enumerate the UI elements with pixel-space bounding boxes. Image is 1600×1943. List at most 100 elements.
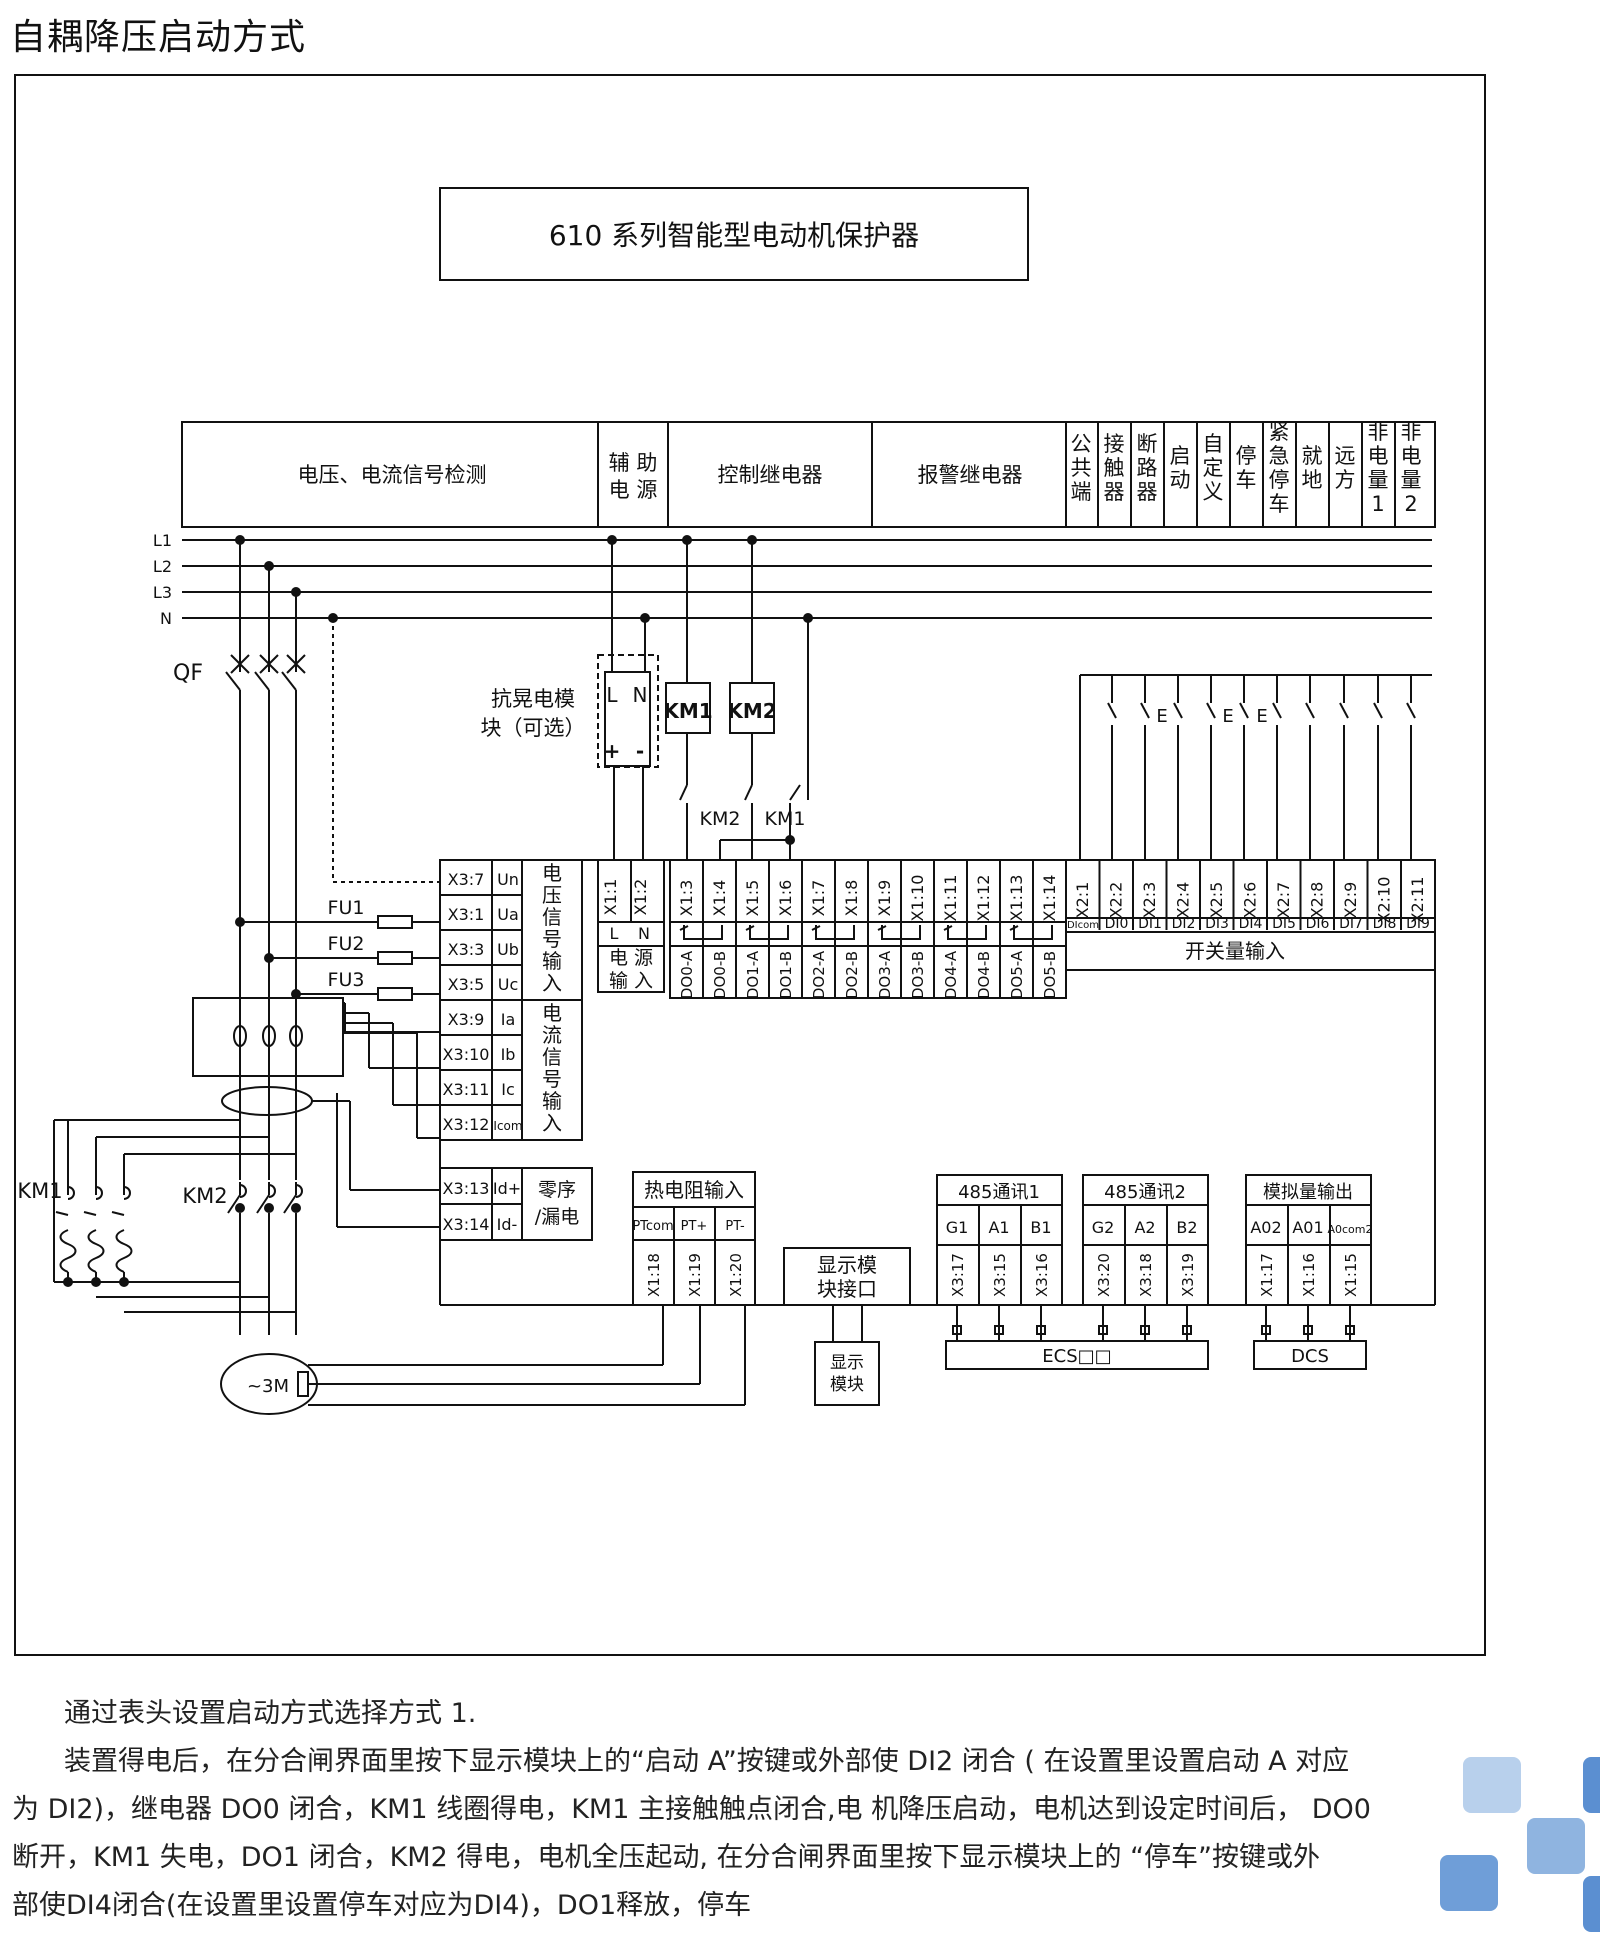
junction-dot [291, 1203, 301, 1213]
header-di-8: 远 [1335, 444, 1356, 468]
header-alarm-relay: 报警继电器 [918, 463, 1023, 487]
dcs-label: DCS [1291, 1346, 1329, 1367]
header-di-5: 停 [1236, 444, 1257, 468]
header-aux-power: 电 源 [609, 478, 658, 502]
header-control-relay: 控制继电器 [718, 463, 823, 487]
km1-coil-label: KM1 [663, 699, 712, 723]
header-di-2: 断 [1137, 432, 1158, 456]
relay-contact [881, 925, 921, 940]
display-port-label: 显示模 [817, 1253, 877, 1277]
analog-col: A0com2 [1327, 1223, 1372, 1236]
fuse-label-3: FU3 [328, 969, 365, 991]
current-input-label: 电 [542, 1001, 562, 1025]
anti-module-label: 块（可选） [481, 716, 586, 740]
relay-name: DO4-A [942, 950, 960, 999]
ct-block [192, 997, 344, 1077]
km1-contact [111, 1211, 125, 1216]
comm2-title: 485通讯2 [1104, 1182, 1186, 1203]
di-terminal-block [1065, 859, 1436, 971]
relay-contact [947, 925, 987, 940]
km2-contact [256, 1194, 270, 1214]
bus-label-L2: L2 [153, 557, 172, 576]
display-module-box [814, 1341, 880, 1406]
interlock-contact [679, 784, 688, 801]
current-input-label: 入 [542, 1111, 562, 1135]
relay-name: DO4-B [975, 951, 993, 999]
fuse-1 [377, 915, 413, 929]
x3-signal: Ia [501, 1010, 516, 1029]
di-name: DI7 [1339, 916, 1363, 932]
deco-square-2 [1527, 1818, 1585, 1874]
di-name: DI8 [1373, 916, 1397, 932]
power-input-label: 输 入 [609, 970, 653, 992]
leak-signal: Id- [497, 1215, 518, 1234]
comm2-terminal: X3:18 [1137, 1253, 1155, 1297]
header-di-0: 共 [1071, 456, 1092, 480]
x3-terminal: X3:1 [448, 905, 485, 924]
relay-contact [745, 925, 755, 931]
header-di-1: 器 [1104, 480, 1125, 504]
bus-label-L1: L1 [153, 531, 172, 550]
di-terminal: X2:7 [1274, 882, 1293, 919]
deco-square-4 [1583, 1757, 1600, 1813]
header-di-9: 非 [1368, 420, 1389, 444]
diagram-frame [14, 74, 1486, 1656]
di-name: DI5 [1272, 916, 1296, 932]
deco-square-3 [1440, 1855, 1498, 1911]
km1-contact [55, 1211, 69, 1216]
header-di-5: 车 [1236, 468, 1257, 492]
di-name: DI6 [1306, 916, 1330, 932]
interlock-contact [789, 784, 801, 801]
leak-terminal: X3:14 [443, 1215, 490, 1234]
ct-coil [233, 1025, 247, 1047]
ct-coil [289, 1025, 303, 1047]
qf-contact [254, 671, 270, 691]
relay-name: DO5-A [1008, 950, 1026, 999]
analog-terminal-mark [1261, 1325, 1271, 1335]
km2-contact [239, 1184, 247, 1198]
di-terminal: X2:3 [1140, 882, 1159, 919]
power-ln: N [638, 924, 650, 943]
di-terminal: X2:10 [1375, 877, 1394, 924]
x3-signal: Uc [498, 975, 519, 994]
km1-contact [123, 1186, 131, 1200]
header-di-8: 方 [1335, 468, 1356, 492]
relay-contact [1013, 925, 1053, 940]
x3-terminal: X3:3 [448, 940, 485, 959]
display-module-label: 显示 [830, 1353, 864, 1373]
relay-terminal: X1:12 [974, 875, 993, 922]
fuse-label-2: FU2 [328, 933, 365, 955]
relay-name: DO1-A [744, 950, 762, 999]
relay-contact [815, 925, 855, 940]
motor-ptc [297, 1371, 309, 1397]
di-terminal: X2:2 [1107, 882, 1126, 919]
comm2-terminal-mark [1098, 1325, 1108, 1335]
di-switch [1107, 702, 1117, 719]
voltage-input-label: 号 [542, 927, 562, 951]
relay-contact [1009, 925, 1019, 931]
relay-contact [683, 925, 723, 940]
header-di-6: 停 [1269, 468, 1290, 492]
comm2-terminal-mark [1182, 1325, 1192, 1335]
ecs-label: ECS□□ [1042, 1346, 1111, 1367]
header-di-1: 接 [1104, 432, 1125, 456]
di-name: DI9 [1406, 916, 1430, 932]
relay-terminal: X1:9 [875, 880, 894, 917]
relay-terminal: X1:13 [1007, 875, 1026, 922]
km2-contact [295, 1184, 303, 1198]
leak-signal: Id+ [493, 1179, 521, 1198]
x3-signal: Ua [497, 905, 519, 924]
analog-terminal: X1:17 [1258, 1253, 1276, 1297]
header-di-7: 地 [1302, 468, 1323, 492]
fuse-2 [377, 951, 413, 965]
header-signal-detect: 电压、电流信号检测 [298, 463, 487, 487]
comm2-col: A2 [1134, 1218, 1155, 1237]
di-switch [1239, 702, 1249, 719]
current-input-label: 号 [542, 1067, 562, 1091]
leak-label: 零序 [538, 1179, 576, 1201]
header-di-9: 量 [1368, 468, 1389, 492]
km1-label: KM1 [17, 1179, 62, 1203]
qf-contact [259, 654, 279, 674]
psu-plus-label: + [604, 739, 621, 763]
ct-coil [262, 1025, 276, 1047]
